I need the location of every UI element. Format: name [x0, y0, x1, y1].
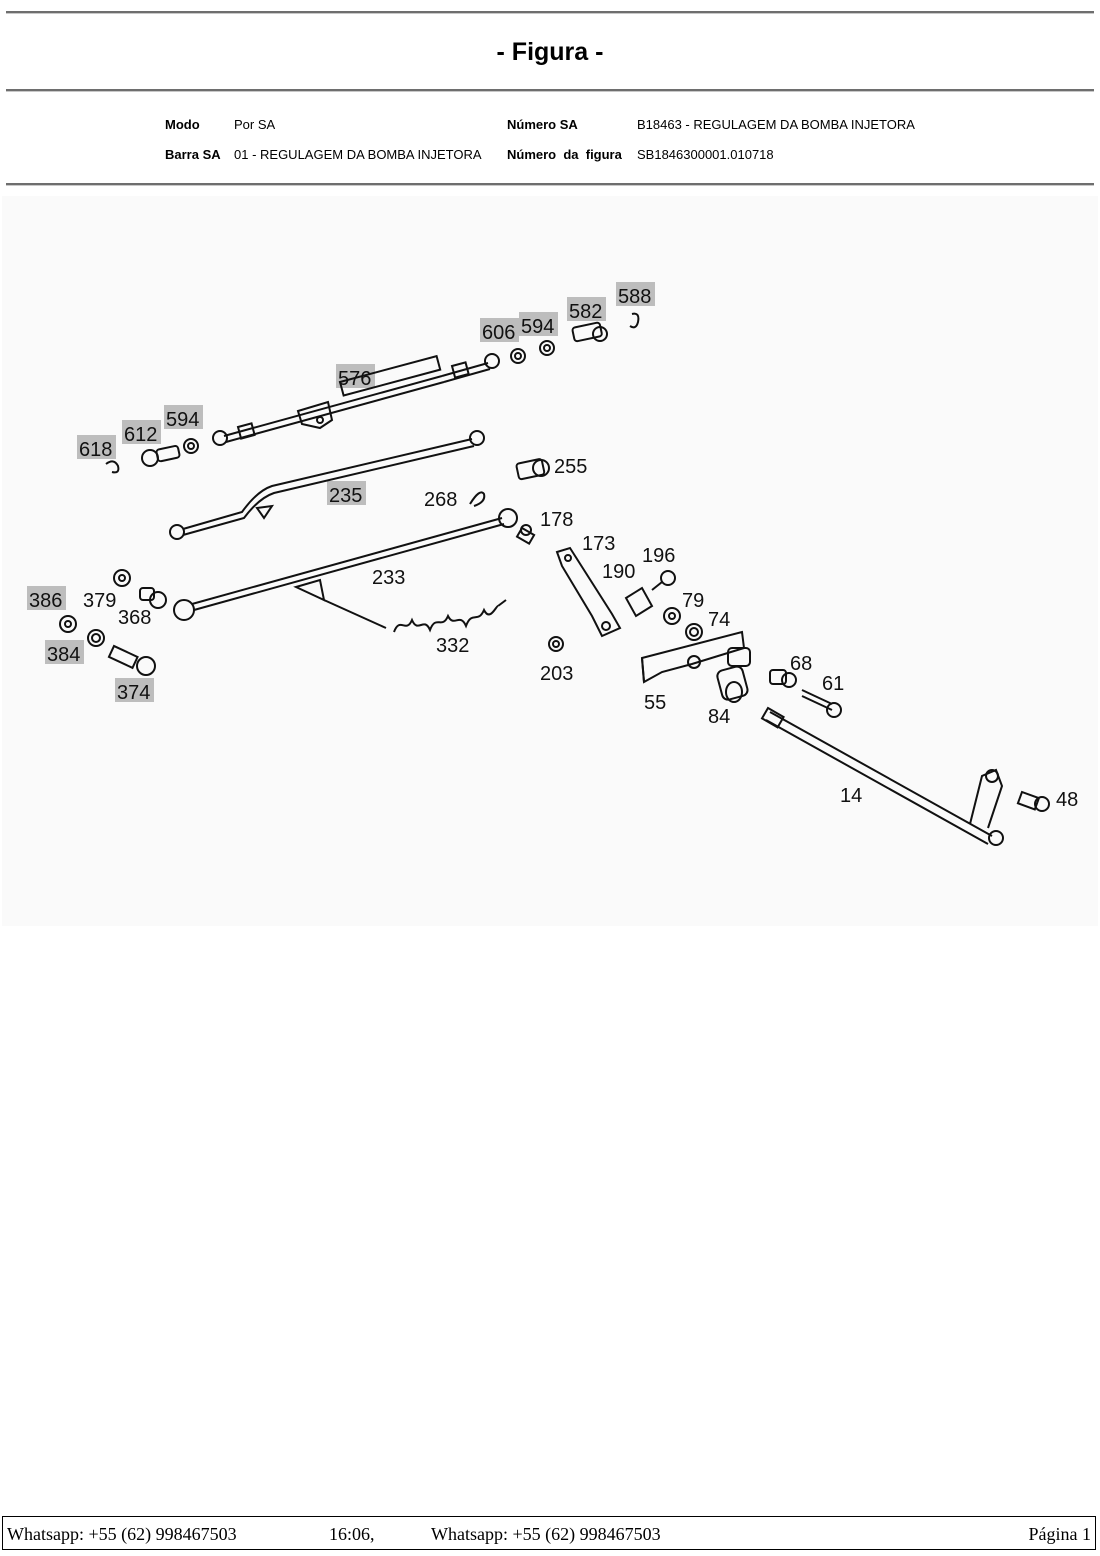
callout-203: 203 — [540, 663, 573, 685]
top-rule — [6, 11, 1094, 14]
callout-178: 178 — [540, 509, 573, 531]
nut-203 — [548, 636, 564, 652]
parts-diagram: 588 582 594 606 576 594 612 618 235 255 … — [2, 196, 1098, 926]
clip-618 — [105, 460, 120, 474]
callout-332: 332 — [436, 635, 469, 657]
nut-606 — [510, 348, 526, 364]
callout-582: 582 — [569, 301, 602, 323]
rod-235 — [169, 430, 485, 540]
barra-sa-label: Barra SA — [165, 147, 221, 162]
numero-sa-label: Número SA — [507, 117, 578, 132]
nut-386 — [59, 615, 77, 633]
callout-588: 588 — [618, 286, 651, 308]
callout-368: 368 — [118, 607, 151, 629]
callout-68: 68 — [790, 653, 812, 675]
washer-74 — [685, 623, 703, 641]
nut-594-top — [539, 340, 555, 356]
footer-time: 16:06, — [329, 1524, 375, 1544]
bolt-61 — [801, 689, 842, 718]
callout-384: 384 — [47, 644, 80, 666]
callout-79: 79 — [682, 590, 704, 612]
callout-190: 190 — [602, 561, 635, 583]
nut-79 — [663, 607, 681, 625]
clip-268 — [469, 491, 486, 507]
ball-joint-612 — [141, 444, 181, 467]
callout-84: 84 — [708, 706, 730, 728]
callout-594-top: 594 — [521, 316, 554, 338]
callout-612: 612 — [124, 424, 157, 446]
callout-235: 235 — [329, 485, 362, 507]
ball-joint-255 — [515, 458, 550, 481]
clip-588 — [629, 312, 640, 329]
callout-173: 173 — [582, 533, 615, 555]
ball-joint-582 — [571, 321, 608, 343]
callout-61: 61 — [822, 673, 844, 695]
rod-233 — [173, 508, 518, 621]
pin-48 — [1016, 790, 1050, 812]
rod-576 — [212, 353, 500, 446]
callout-14: 14 — [840, 785, 862, 807]
numero-figura-label: Número da figura — [507, 147, 622, 162]
pin-178 — [515, 524, 536, 546]
nut-594-left — [183, 438, 199, 454]
page-footer: Whatsapp: +55 (62) 998467503 16:06, What… — [2, 1516, 1096, 1550]
callout-618: 618 — [79, 439, 112, 461]
callout-268: 268 — [424, 489, 457, 511]
bolt-374 — [107, 644, 156, 676]
callout-379: 379 — [83, 590, 116, 612]
pin-368 — [139, 587, 167, 609]
callout-74: 74 — [708, 609, 730, 631]
callout-606: 606 — [482, 322, 515, 344]
numero-figura-value: SB1846300001.010718 — [637, 147, 774, 162]
callout-594-left: 594 — [166, 409, 199, 431]
footer-page-number: Página 1 — [1028, 1524, 1092, 1544]
lever-173 — [555, 546, 622, 638]
modo-value: Por SA — [234, 117, 276, 132]
title-divider — [6, 89, 1094, 92]
bolt-196 — [651, 570, 676, 591]
shaft-14 — [760, 706, 1004, 846]
callout-196: 196 — [642, 545, 675, 567]
page-title: - Figura - — [496, 38, 604, 66]
numero-sa-value: B18463 - REGULAGEM DA BOMBA INJETORA — [637, 117, 915, 132]
modo-label: Modo — [165, 117, 200, 132]
callout-386: 386 — [29, 590, 62, 612]
callout-233: 233 — [372, 567, 405, 589]
barra-sa-value: 01 - REGULAGEM DA BOMBA INJETORA — [234, 147, 482, 162]
bushing-84 — [716, 665, 749, 703]
washer-384 — [87, 629, 105, 647]
nut-379 — [113, 569, 131, 587]
callout-48: 48 — [1056, 789, 1078, 811]
exploded-view-drawing: 588 582 594 606 576 594 612 618 235 255 … — [27, 282, 1078, 846]
callout-255: 255 — [554, 456, 587, 478]
callout-374: 374 — [117, 682, 150, 704]
pin-68 — [769, 669, 797, 688]
info-divider — [6, 183, 1094, 186]
footer-contact-right: Whatsapp: +55 (62) 998467503 — [431, 1524, 661, 1544]
callout-576: 576 — [338, 368, 371, 390]
spring-332 — [323, 599, 507, 633]
callout-55: 55 — [644, 692, 666, 714]
footer-contact-left: Whatsapp: +55 (62) 998467503 — [7, 1524, 237, 1544]
plate-190 — [624, 586, 654, 618]
